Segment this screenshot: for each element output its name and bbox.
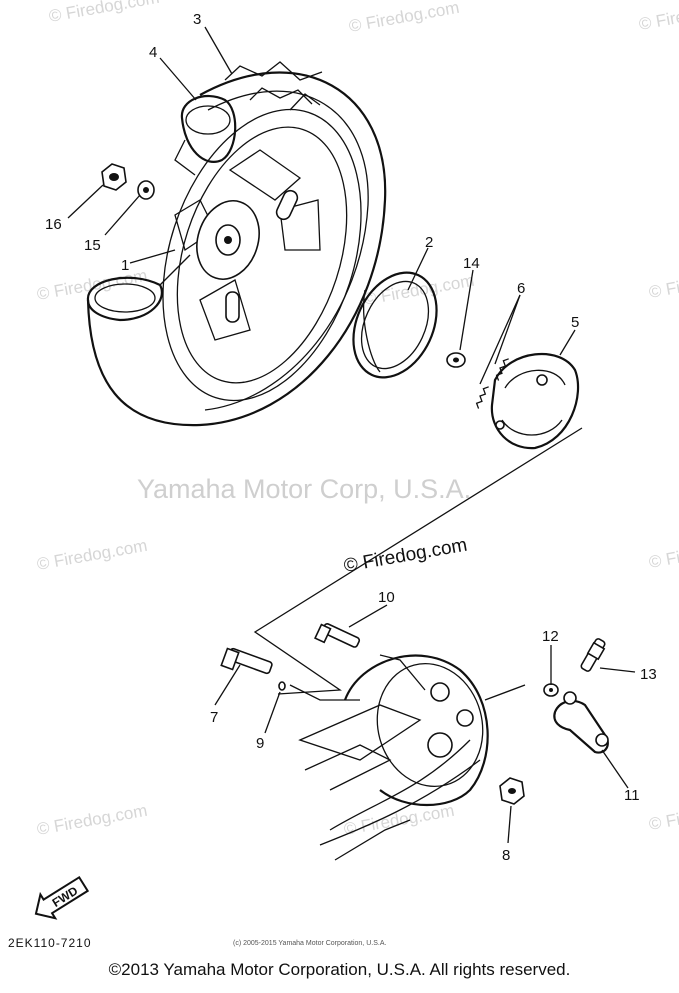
copyright-notice: ©2013 Yamaha Motor Corporation, U.S.A. A… xyxy=(108,960,571,979)
callout-16: 16 xyxy=(45,216,62,233)
assembly-guide-line xyxy=(253,427,583,695)
watermark: © Firedog.com xyxy=(647,796,679,834)
leader-lines xyxy=(67,26,636,844)
watermark: © Firedog.com xyxy=(342,801,455,839)
brake-hub-illustration xyxy=(298,654,489,861)
callout-11: 11 xyxy=(624,787,640,804)
cam-lever-illustration xyxy=(553,691,609,754)
bolt-7-illustration xyxy=(220,647,273,675)
callout-6: 6 xyxy=(517,280,525,297)
watermark: © Firedog.com xyxy=(35,801,148,839)
small-credit: (c) 2005-2015 Yamaha Motor Corporation, … xyxy=(233,940,386,947)
watermark: © Firedog.com xyxy=(47,0,160,26)
callout-8: 8 xyxy=(502,847,510,864)
center-watermark: Yamaha Motor Corp, U.S.A. xyxy=(137,474,471,504)
callout-1: 1 xyxy=(121,257,129,274)
callout-4: 4 xyxy=(149,44,157,61)
nut-8-illustration xyxy=(499,777,525,805)
diagram-code: 2EK110-7210 xyxy=(8,936,92,950)
watermark: © Firedog.com xyxy=(35,536,148,574)
callout-9: 9 xyxy=(256,735,264,752)
bolt-13-illustration xyxy=(580,638,606,672)
axle-nut-illustration xyxy=(101,163,155,200)
callout-14: 14 xyxy=(463,255,480,272)
callout-5: 5 xyxy=(571,314,579,331)
bolt-10-illustration xyxy=(314,623,361,648)
callout-3: 3 xyxy=(193,11,201,28)
assembly-guide-line xyxy=(484,684,526,701)
washer-12-illustration xyxy=(543,683,559,697)
watermark: © Firedog.com xyxy=(637,0,679,34)
callout-13: 13 xyxy=(640,666,657,683)
center-firedog-watermark: © Firedog.com xyxy=(342,535,469,577)
brake-ring-illustration xyxy=(352,271,438,379)
rear-wheel-illustration xyxy=(86,61,387,427)
pin-9-illustration xyxy=(278,681,286,691)
callout-7: 7 xyxy=(210,709,218,726)
callout-12: 12 xyxy=(542,628,559,645)
washer-illustration xyxy=(446,352,466,368)
fwd-arrow-icon: FWD xyxy=(34,875,90,920)
watermark: © Firedog.com xyxy=(347,0,460,36)
assembly-guide-line xyxy=(289,684,360,701)
callout-2: 2 xyxy=(425,234,433,251)
callout-labels: 1 2 3 4 5 6 7 8 9 10 11 12 13 14 15 16 xyxy=(45,11,657,864)
callout-15: 15 xyxy=(84,237,101,254)
watermark: © Firedog.com xyxy=(647,534,679,572)
watermark: © Firedog.com xyxy=(647,264,679,302)
watermark-layer: © Firedog.com © Firedog.com © Firedog.co… xyxy=(35,0,679,839)
callout-10: 10 xyxy=(378,589,395,606)
brake-shoe-illustration xyxy=(490,352,580,450)
